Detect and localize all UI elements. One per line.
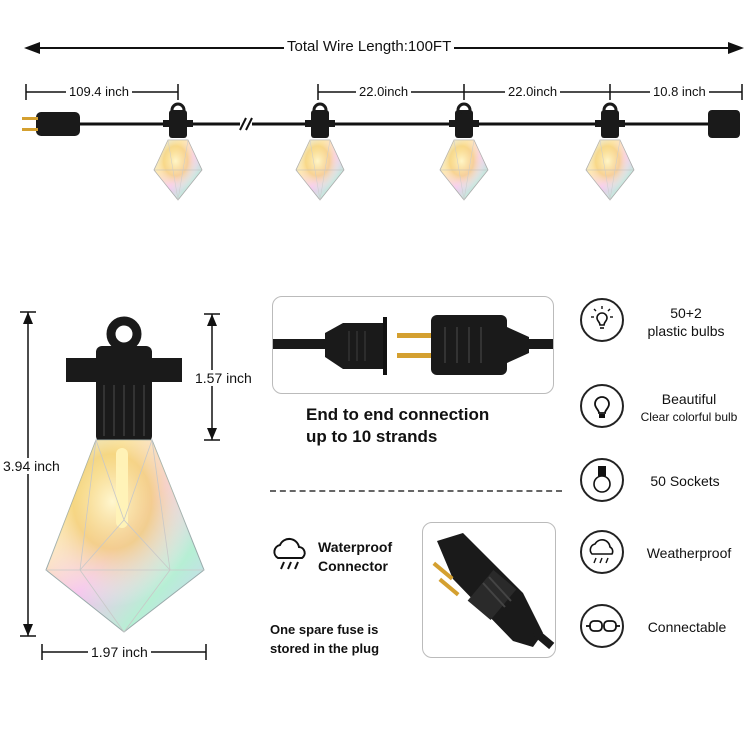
connection-image — [272, 296, 554, 394]
bulb-rays-icon — [591, 306, 613, 329]
bulb-icon — [594, 396, 610, 418]
connection-text: End to end connection up to 10 strands — [306, 404, 489, 448]
connect-icon — [586, 620, 620, 632]
feature-2-line1: Beautiful — [661, 391, 717, 407]
seg3-label: 22.0inch — [505, 84, 561, 99]
feature-5-line1: Connectable — [647, 619, 727, 635]
feature-3-line1: 50 Sockets — [650, 473, 720, 489]
feature-text-4: Weatherproof — [634, 544, 744, 562]
fuse-text: One spare fuse is stored in the plug — [270, 620, 379, 658]
feature-1-line1: 50+2 — [670, 305, 702, 321]
socket-icon — [593, 466, 611, 493]
feature-icon-4 — [580, 530, 624, 574]
weather-icon — [589, 539, 614, 564]
seg1-label: 109.4 inch — [66, 84, 132, 99]
strand-diagram — [22, 42, 744, 202]
waterproof-line2: Connector — [318, 558, 388, 574]
connection-line1: End to end connection — [306, 405, 490, 424]
connection-line2: up to 10 strands — [306, 427, 438, 446]
feature-2-line2: Clear colorful bulb — [640, 410, 738, 424]
feature-icon-2 — [580, 384, 624, 428]
feature-text-3: 50 Sockets — [630, 472, 740, 490]
dashed-divider — [270, 490, 562, 492]
fuse-line1: One spare fuse is — [270, 622, 379, 637]
feature-text-5: Connectable — [632, 618, 742, 636]
fuse-plug-icon — [432, 533, 555, 650]
feature-1-line2: plastic bulbs — [647, 323, 725, 339]
bulb-height-label: 3.94 inch — [2, 458, 61, 474]
fuse-line2: stored in the plug — [270, 641, 380, 656]
feature-4-line1: Weatherproof — [646, 545, 732, 561]
waterproof-line1: Waterproof — [318, 539, 393, 555]
total-length-label: Total Wire Length:100FT — [284, 38, 455, 55]
bulb-width-label: 1.97 inch — [88, 644, 151, 660]
feature-icon-1 — [580, 298, 624, 342]
rain-cloud-icon — [273, 537, 306, 570]
fuse-plug-image — [422, 522, 556, 658]
waterproof-text: Waterproof Connector — [318, 538, 392, 576]
feature-icon-5 — [580, 604, 624, 648]
feature-text-1: 50+2 plastic bulbs — [626, 304, 746, 340]
bulb-top-label: 1.57 inch — [192, 370, 255, 386]
feature-icon-3 — [580, 458, 624, 502]
plug-connection-icon — [273, 315, 553, 375]
feature-text-2: Beautiful Clear colorful bulb — [628, 390, 750, 426]
seg4-label: 10.8 inch — [650, 84, 709, 99]
seg2-label: 22.0inch — [356, 84, 412, 99]
